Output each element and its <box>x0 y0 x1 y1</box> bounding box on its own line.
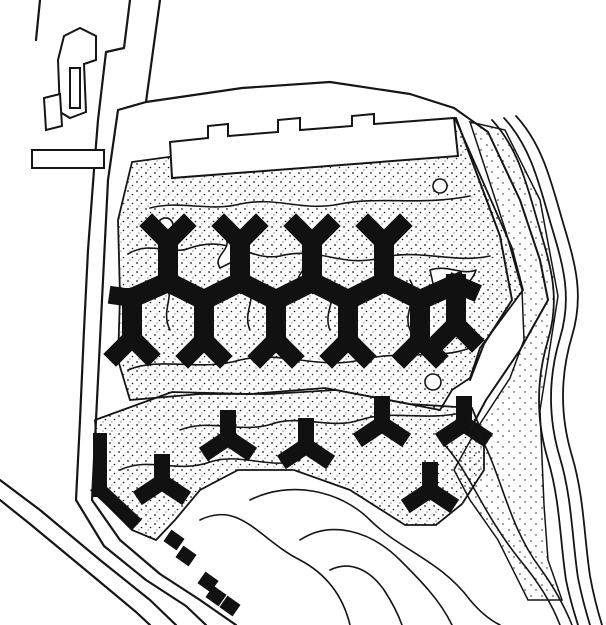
y-tower-arm <box>294 434 336 470</box>
hex-block-end <box>107 285 143 309</box>
hex-block-arm <box>263 327 305 369</box>
hex-block-arm <box>227 213 269 255</box>
hex-block-arm <box>155 213 197 255</box>
row-house-unit <box>163 529 185 551</box>
row-houses <box>90 433 241 617</box>
row-house-unit <box>219 595 241 617</box>
row-house-block <box>90 480 142 530</box>
hex-block-arm <box>119 325 161 367</box>
hex-block-arm <box>371 213 413 255</box>
hex-block-arm <box>335 327 377 369</box>
y-tower-arm <box>216 426 258 462</box>
site-boundary <box>453 107 549 431</box>
hex-block-end <box>444 272 482 302</box>
hexagonal-housing-block <box>103 213 485 369</box>
hex-block-arm <box>299 213 341 255</box>
hex-block-arm <box>407 327 449 369</box>
hex-block-arm <box>443 311 485 353</box>
river-edge <box>491 115 603 625</box>
y-tower-arm <box>150 470 192 506</box>
gatehouse-buildings <box>31 26 105 169</box>
road-network <box>0 0 456 625</box>
y-tower-arm <box>418 478 460 514</box>
contour-lines <box>199 419 573 625</box>
row-house-unit <box>175 545 197 567</box>
row-house-unit <box>205 585 227 607</box>
hex-block-arm <box>191 327 233 369</box>
y-tower-arm <box>370 412 412 448</box>
terrace-building <box>168 112 460 180</box>
